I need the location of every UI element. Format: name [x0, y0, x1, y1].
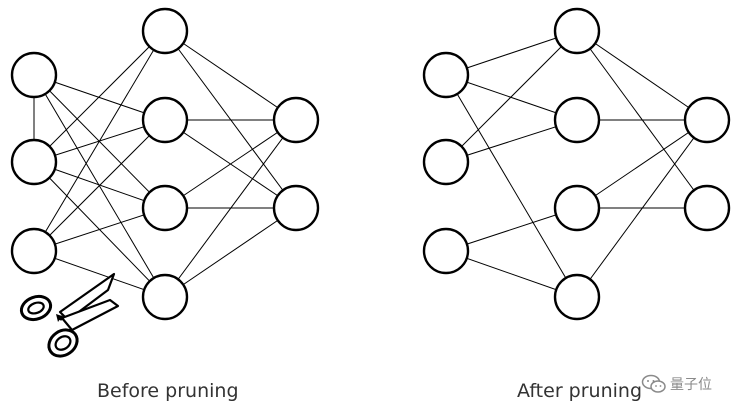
neuron-node — [141, 184, 189, 232]
neuron-node — [553, 184, 601, 232]
connection-edge — [164, 119, 297, 298]
neuron-node — [422, 138, 470, 186]
neuron-node — [141, 273, 189, 321]
neuron-node — [10, 51, 58, 99]
connection-edge — [33, 30, 166, 163]
caption-after-pruning: After pruning — [517, 380, 643, 402]
neuron-node — [553, 96, 601, 144]
caption-before-pruning: Before pruning — [97, 380, 239, 402]
connection-edge — [33, 30, 166, 252]
connection-edge — [164, 119, 297, 209]
neuron-node — [272, 184, 320, 232]
connection-edge — [445, 74, 578, 298]
scissors-icon — [19, 272, 120, 358]
neuron-node — [422, 227, 470, 275]
neuron-node — [683, 184, 731, 232]
neuron-node — [10, 227, 58, 275]
neuron-node — [141, 96, 189, 144]
neuron-node — [553, 7, 601, 55]
connection-edge — [164, 207, 297, 298]
neuron-node — [553, 273, 601, 321]
neuron-node — [272, 96, 320, 144]
connection-edge — [576, 30, 708, 121]
watermark-text: 量子位 — [670, 377, 712, 393]
neuron-node — [10, 138, 58, 186]
connection-edge — [33, 119, 166, 252]
neuron-node — [422, 51, 470, 99]
connection-edge — [445, 30, 578, 163]
network-after-pruning — [422, 7, 731, 321]
neuron-node — [141, 7, 189, 55]
connection-edge — [164, 30, 297, 121]
network-before-pruning — [10, 7, 320, 321]
connection-edge — [576, 119, 708, 298]
connection-edge — [576, 119, 708, 209]
wechat-icon — [641, 374, 666, 393]
neuron-node — [683, 96, 731, 144]
watermark: 量子位 — [641, 372, 743, 396]
